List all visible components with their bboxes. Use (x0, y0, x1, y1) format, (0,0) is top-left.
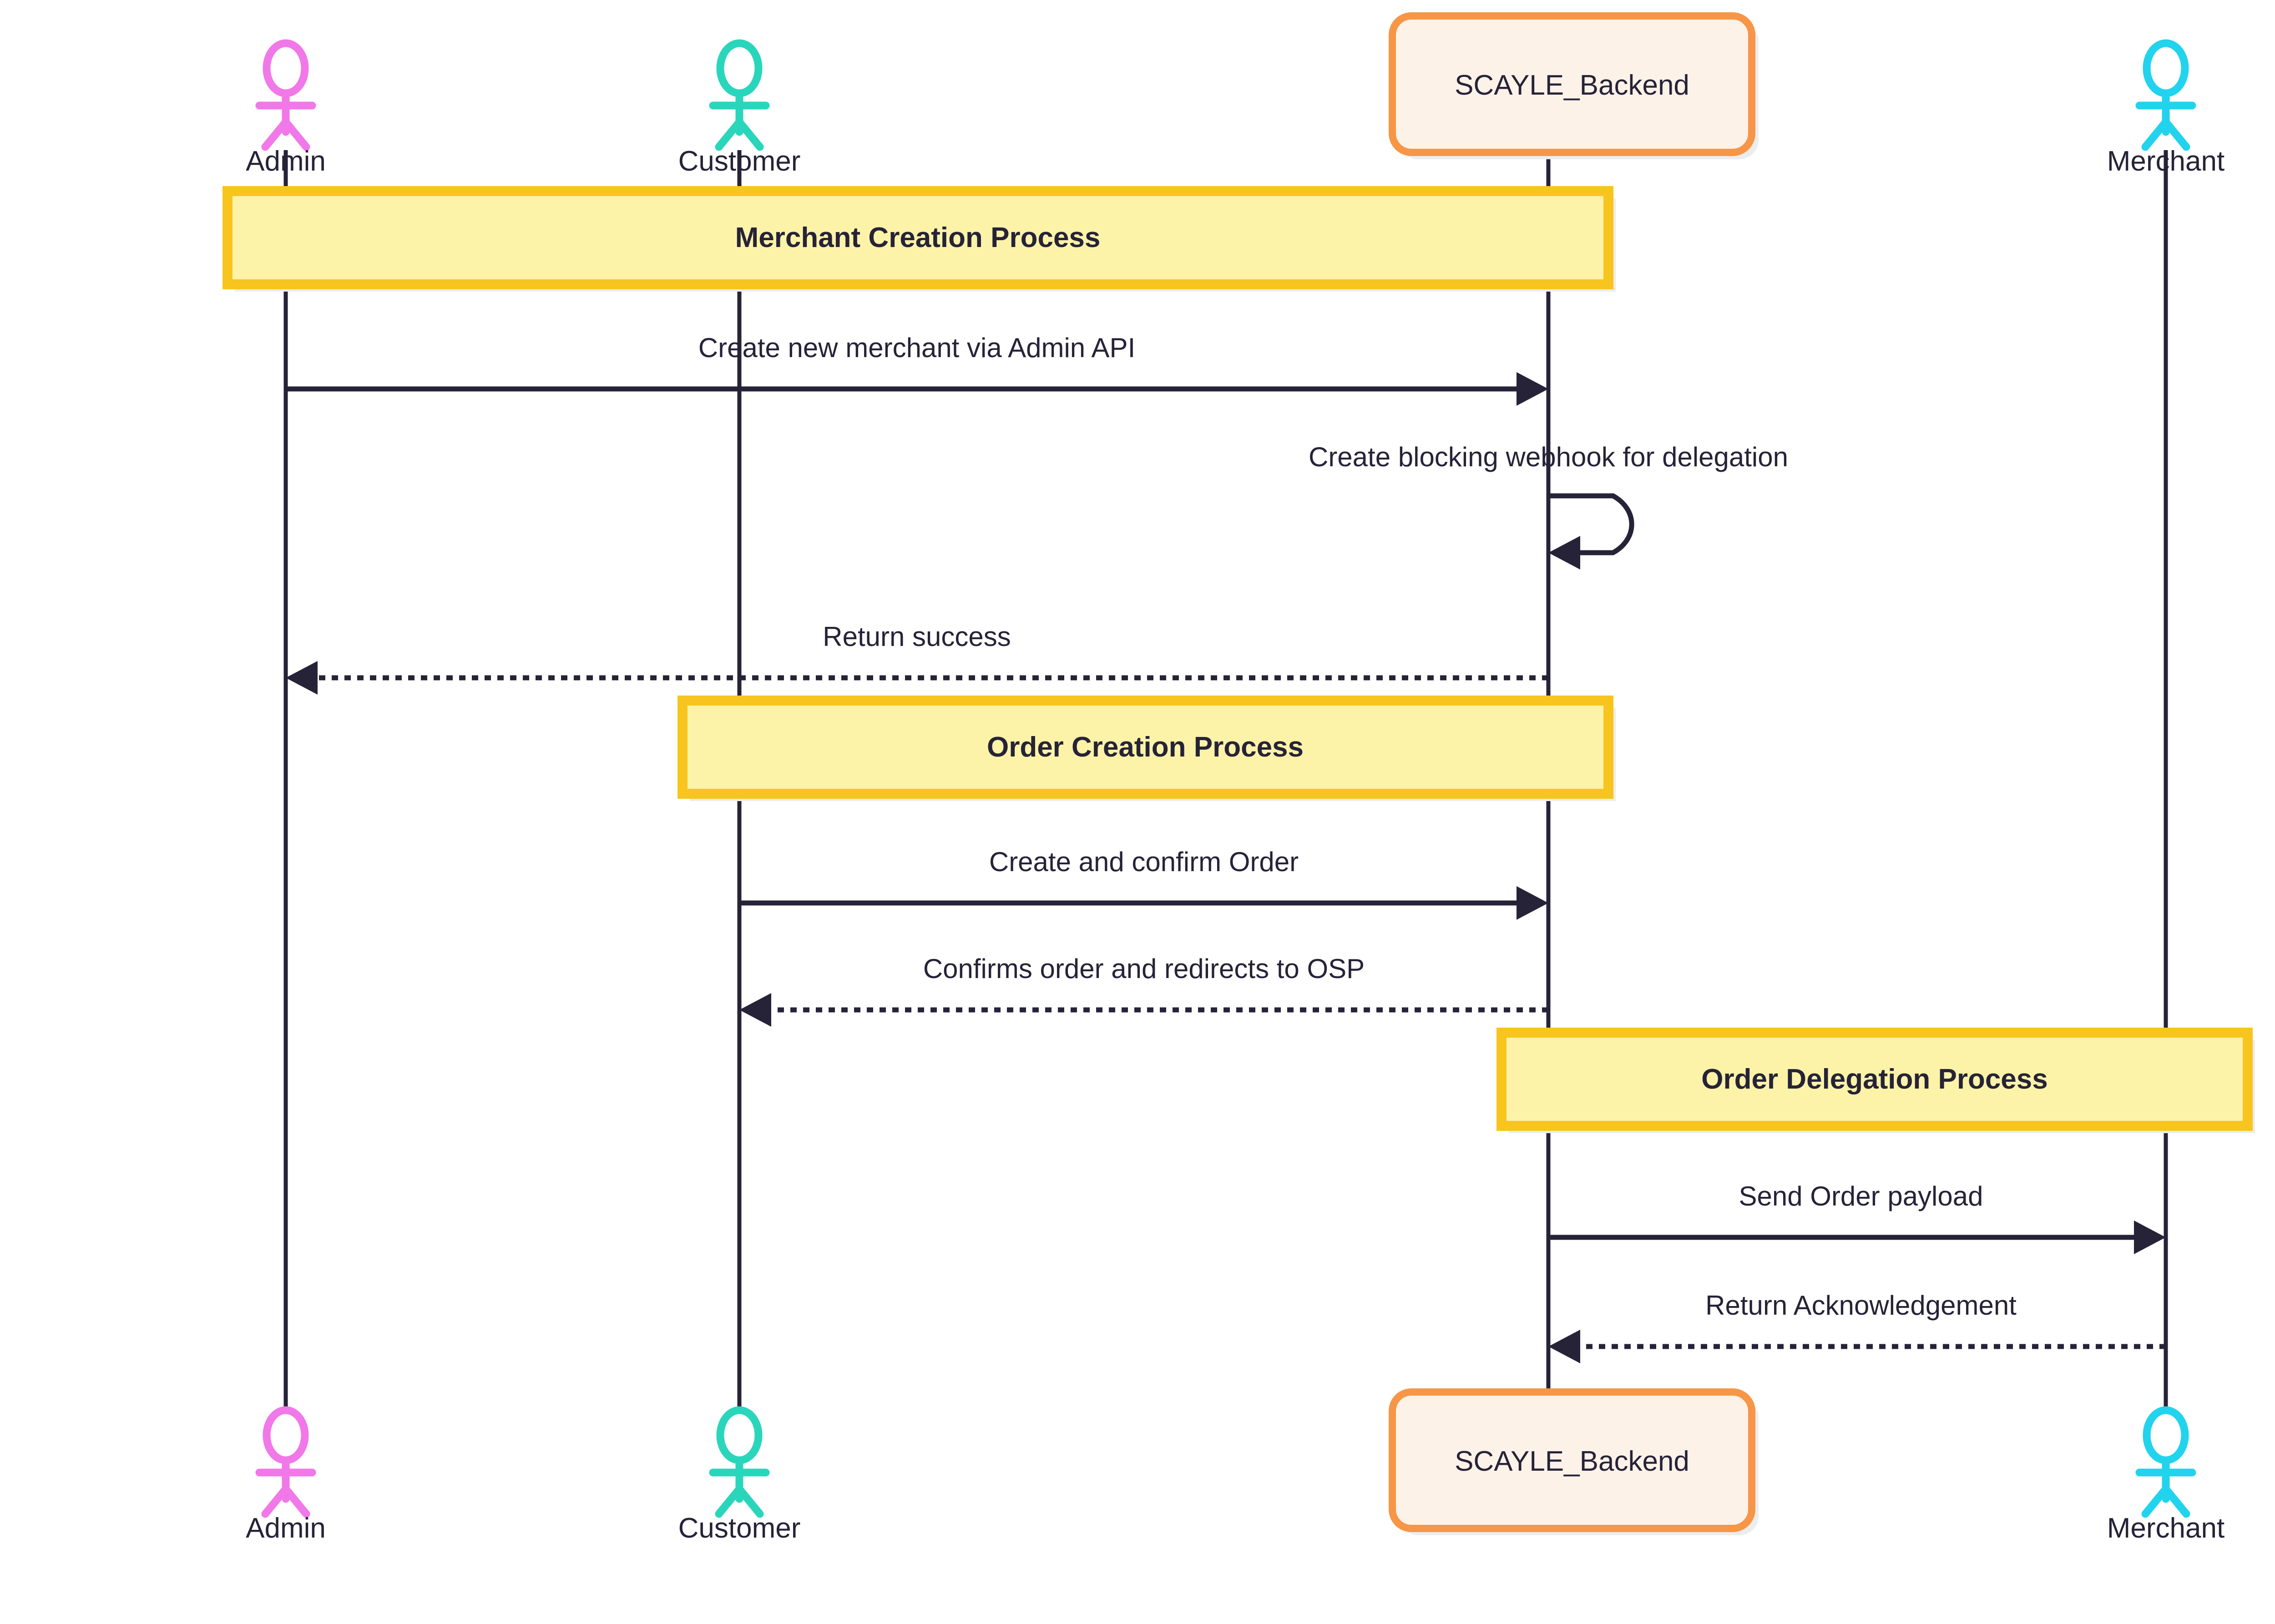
participant-merchant-bottom[interactable]: Merchant (2107, 1406, 2224, 1544)
arrowhead-left-icon (1548, 1330, 1580, 1363)
arrowhead-right-icon (2134, 1221, 2166, 1254)
message-send-order-payload[interactable]: Send Order payload (1548, 1181, 2166, 1254)
message-label: Return success (823, 621, 1011, 652)
banner-order-creation-process[interactable]: Order Creation Process (677, 696, 1616, 801)
participant-label-merchant-top: Merchant (2107, 146, 2224, 177)
banner-label: Order Creation Process (987, 731, 1304, 763)
message-label: Return Acknowledgement (1705, 1290, 2017, 1321)
participant-label-customer-bottom: Customer (678, 1513, 801, 1544)
participant-scayle-backend-top[interactable]: SCAYLE_Backend (1389, 12, 1759, 159)
message-label: Confirms order and redirects to OSP (923, 953, 1365, 984)
rounded-box-icon (1389, 1388, 1755, 1532)
stick-figure-icon (255, 1406, 316, 1518)
message-label: Create new merchant via Admin API (698, 333, 1135, 363)
banner-label: Merchant Creation Process (735, 222, 1101, 253)
message-label: Create and confirm Order (989, 847, 1299, 877)
banner-label: Order Delegation Process (1701, 1064, 2048, 1095)
message-label: Send Order payload (1739, 1181, 1983, 1211)
banner-order-delegation-process[interactable]: Order Delegation Process (1496, 1028, 2255, 1133)
participant-merchant-top[interactable]: Merchant (2107, 39, 2224, 177)
stick-figure-icon (709, 39, 770, 151)
banner-rect (1496, 1028, 2253, 1131)
arrowhead-left-icon (739, 993, 771, 1027)
stick-figure-icon (709, 1406, 770, 1518)
participant-label-customer-top: Customer (678, 146, 801, 177)
participant-admin-top[interactable]: Admin (246, 39, 326, 177)
participant-admin-bottom[interactable]: Admin (246, 1406, 326, 1544)
message-create-and-confirm-order[interactable]: Create and confirm Order (739, 847, 1548, 920)
participant-label-merchant-bottom: Merchant (2107, 1513, 2224, 1544)
stick-figure-icon (2135, 39, 2196, 151)
participant-customer-bottom[interactable]: Customer (678, 1406, 801, 1544)
message-return-acknowledgement[interactable]: Return Acknowledgement (1548, 1290, 2166, 1363)
message-return-success[interactable]: Return success (286, 621, 1548, 695)
banner-rect (222, 186, 1613, 289)
message-create-blocking-webhook[interactable]: Create blocking webhook for delegation (1309, 442, 1788, 570)
arrowhead-left-icon (1548, 536, 1580, 570)
message-confirms-order-redirects-to-osp[interactable]: Confirms order and redirects to OSP (739, 953, 1548, 1027)
arrowhead-right-icon (1517, 372, 1548, 406)
banner-merchant-creation-process[interactable]: Merchant Creation Process (222, 186, 1616, 292)
rounded-box-icon (1389, 12, 1755, 156)
arrowhead-right-icon (1517, 886, 1548, 920)
message-label: Create blocking webhook for delegation (1309, 442, 1788, 472)
participant-label-scayle-backend-top: SCAYLE_Backend (1455, 70, 1689, 101)
participant-customer-top[interactable]: Customer (678, 39, 801, 177)
participant-label-admin-top: Admin (246, 146, 326, 177)
participant-label-admin-bottom: Admin (246, 1513, 326, 1544)
arrowhead-left-icon (286, 661, 318, 695)
participant-scayle-backend-bottom[interactable]: SCAYLE_Backend (1389, 1388, 1759, 1535)
self-loop-arrow-path (1548, 493, 1634, 555)
stick-figure-icon (2135, 1406, 2196, 1518)
participant-label-scayle-backend-bottom: SCAYLE_Backend (1455, 1446, 1689, 1477)
message-create-new-merchant[interactable]: Create new merchant via Admin API (286, 333, 1548, 406)
banner-rect (677, 696, 1613, 799)
stick-figure-icon (255, 39, 316, 151)
